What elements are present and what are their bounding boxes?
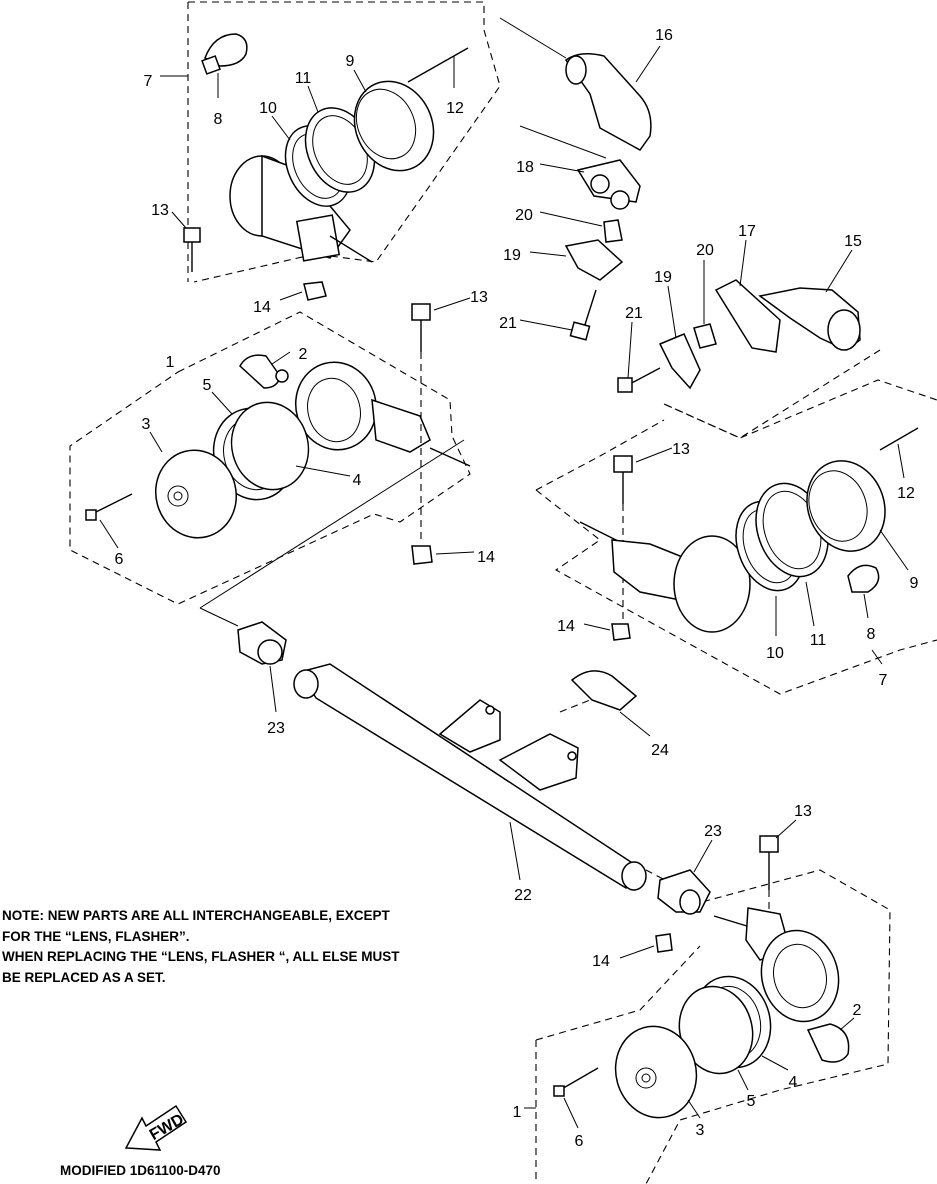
part-label-17: 17 xyxy=(738,223,756,240)
group-top-right-brackets xyxy=(499,17,881,439)
part-label-19a: 19 xyxy=(503,247,521,264)
part-label-5b: 5 xyxy=(747,1093,756,1110)
part-label-10a: 10 xyxy=(259,100,277,117)
note-line-2: FOR THE “LENS, FLASHER”. xyxy=(2,928,190,944)
part-label-9b: 9 xyxy=(910,575,919,592)
part-label-13c: 13 xyxy=(672,441,690,458)
part-label-5a: 5 xyxy=(203,377,212,394)
part-label-4b: 4 xyxy=(789,1074,798,1091)
part-label-8a: 8 xyxy=(214,111,223,128)
part-label-23b: 23 xyxy=(704,823,722,840)
part-label-7a: 7 xyxy=(144,73,153,90)
part-label-2b: 2 xyxy=(853,1002,862,1019)
part-label-14d: 14 xyxy=(592,953,610,970)
part-label-3a: 3 xyxy=(142,416,151,433)
group-top-left-flasher xyxy=(160,1,501,301)
part-label-18: 18 xyxy=(516,159,534,176)
part-label-14a: 14 xyxy=(253,299,271,316)
part-label-19b: 19 xyxy=(654,269,672,286)
part-label-11b: 11 xyxy=(810,632,827,649)
part-label-21a: 21 xyxy=(499,315,517,332)
part-label-11a: 11 xyxy=(295,70,312,87)
part-label-23a: 23 xyxy=(267,720,285,737)
group-middle-left-flasher xyxy=(69,297,475,605)
part-label-24: 24 xyxy=(651,742,669,759)
part-label-4a: 4 xyxy=(353,472,362,489)
part-label-13d: 13 xyxy=(794,803,812,820)
note-line-4: BE REPLACED AS A SET. xyxy=(2,969,166,985)
part-label-13a: 13 xyxy=(151,202,169,219)
part-label-1a: 1 xyxy=(166,354,175,371)
part-label-20b: 20 xyxy=(696,242,714,259)
part-label-21b: 21 xyxy=(625,305,643,322)
part-label-13b: 13 xyxy=(470,289,488,306)
part-label-15: 15 xyxy=(844,233,862,250)
part-label-16: 16 xyxy=(655,27,673,44)
part-label-1b: 1 xyxy=(513,1104,522,1121)
part-label-14c: 14 xyxy=(557,618,575,635)
group-center-bar xyxy=(199,439,681,891)
part-label-22: 22 xyxy=(514,887,532,904)
note-line-1: NOTE: NEW PARTS ARE ALL INTERCHANGEABLE,… xyxy=(2,908,390,923)
part-label-3b: 3 xyxy=(696,1122,705,1139)
part-label-7b: 7 xyxy=(879,672,888,689)
part-label-2a: 2 xyxy=(299,346,308,363)
group-bottom-right-flasher xyxy=(524,819,891,1184)
group-middle-right-flasher xyxy=(535,379,937,695)
part-label-6a: 6 xyxy=(115,551,124,568)
part-label-20a: 20 xyxy=(515,207,533,224)
part-label-12b: 12 xyxy=(897,485,915,502)
part-label-14b: 14 xyxy=(477,549,495,566)
note-line-3: WHEN REPLACING THE “LENS, FLASHER “, ALL… xyxy=(2,949,400,964)
part-label-9a: 9 xyxy=(346,53,355,70)
modified-code: MODIFIED 1D61100-D470 xyxy=(60,1163,221,1178)
part-label-10b: 10 xyxy=(766,645,784,662)
part-label-8b: 8 xyxy=(867,626,876,643)
note-text: NOTE: NEW PARTS ARE ALL INTERCHANGEABLE,… xyxy=(2,906,522,988)
part-label-6b: 6 xyxy=(575,1133,584,1150)
fwd-arrow-icon: FWD xyxy=(124,1104,188,1151)
part-label-12a: 12 xyxy=(446,100,464,117)
